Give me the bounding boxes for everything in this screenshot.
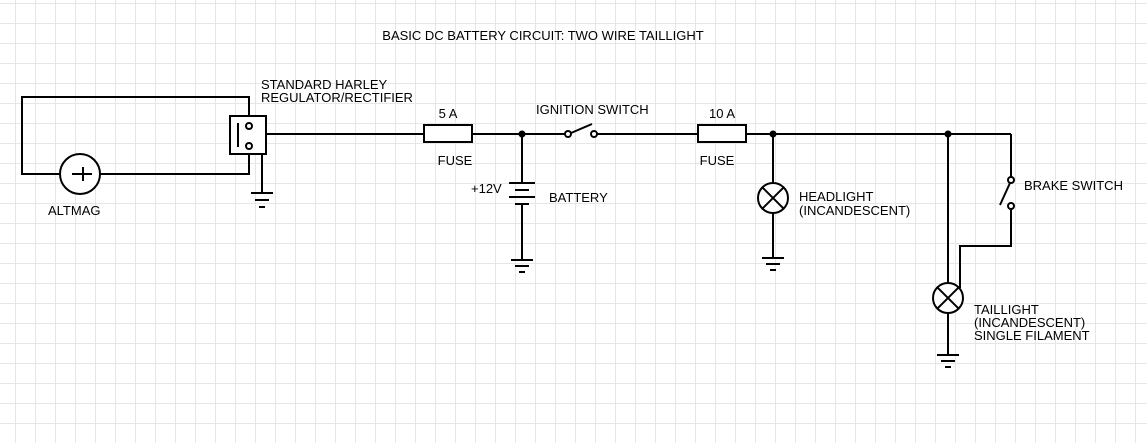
taillight-label-line2: (INCANDESCENT) [974,315,1085,330]
headlight-lamp-symbol [757,182,789,214]
taillight-label-line3: SINGLE FILAMENT [974,328,1090,343]
brake-switch-label: BRAKE SWITCH [1024,178,1123,193]
brake-switch-wire [959,209,1012,288]
diagram-title: BASIC DC BATTERY CIRCUIT: TWO WIRE TAILL… [382,28,703,43]
regulator-label-line2: REGULATOR/RECTIFIER [261,90,413,105]
fuse-10a-symbol [697,124,747,143]
headlight-label-line1: HEADLIGHT [799,189,873,204]
battery-symbol [509,134,535,260]
battery-ground-symbol [511,259,533,273]
headlight-ground-symbol [762,257,784,271]
taillight-ground-symbol [937,354,959,368]
ignition-switch-symbol [564,123,598,138]
headlight-label-line2: (INCANDESCENT) [799,203,910,218]
altmag-generator-symbol [59,153,101,195]
fuse-5a-symbol [423,124,473,143]
regulator-rectifier-symbol [229,115,267,155]
altmag-label: ALTMAG [48,203,101,218]
altmag-loop-wire [21,96,250,175]
ignition-switch-label: IGNITION SWITCH [536,102,649,117]
taillight-lamp-symbol [932,282,964,314]
brake-switch-symbol [999,176,1015,210]
battery-label: BATTERY [549,190,608,205]
fuse-10a-rating: 10 A [709,106,735,121]
regulator-label-line1: STANDARD HARLEY [261,77,388,92]
taillight-label-line1: TAILLIGHT [974,302,1039,317]
fuse-10a-label: FUSE [700,153,735,168]
fuse-5a-label: FUSE [438,153,473,168]
regulator-ground-symbol [251,154,273,208]
battery-voltage-label: +12V [471,181,502,196]
fuse-5a-rating: 5 A [439,106,458,121]
